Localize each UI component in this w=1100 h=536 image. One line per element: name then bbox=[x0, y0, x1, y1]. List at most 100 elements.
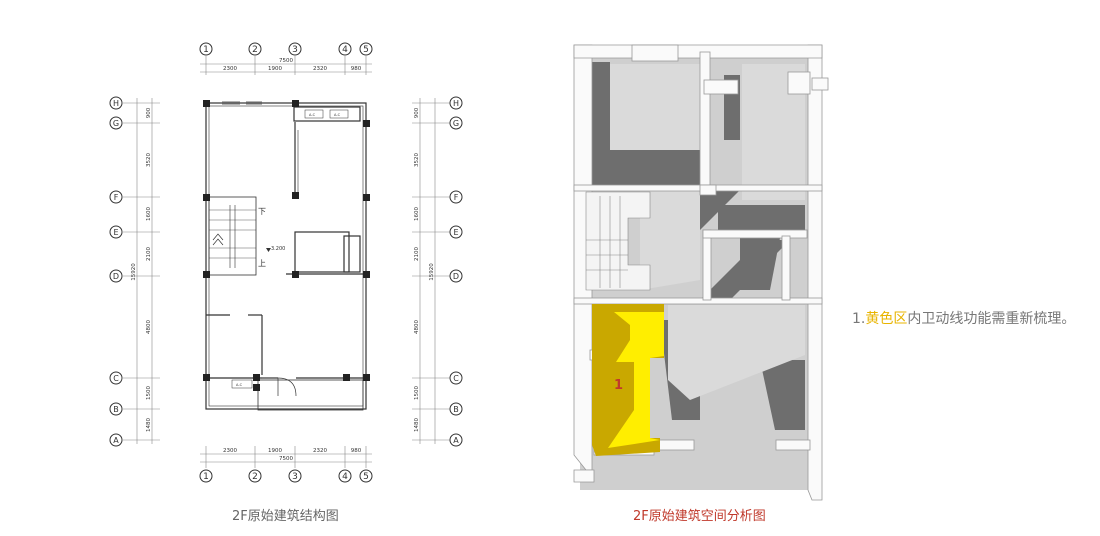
note-text: 内卫动线功能需重新梳理。 bbox=[907, 311, 1076, 327]
svg-text:G: G bbox=[113, 119, 119, 128]
svg-text:3520: 3520 bbox=[146, 153, 152, 167]
svg-text:1500: 1500 bbox=[146, 386, 152, 400]
svg-text:B: B bbox=[113, 405, 119, 414]
svg-text:900: 900 bbox=[414, 107, 420, 118]
svg-text:E: E bbox=[453, 228, 458, 237]
axis-bubble-1-top: 1 bbox=[199, 42, 213, 56]
svg-text:B: B bbox=[453, 405, 459, 414]
svg-text:15920: 15920 bbox=[131, 263, 137, 281]
svg-text:980: 980 bbox=[351, 448, 362, 454]
analysis-note: 1.黄色区内卫动线功能需重新梳理。 bbox=[852, 308, 1075, 328]
axis-bubble-G-left: G bbox=[109, 116, 123, 130]
axis-bubble-A-left: A bbox=[109, 433, 123, 447]
axis-bubble-E-left: E bbox=[109, 225, 123, 239]
svg-text:A: A bbox=[453, 436, 459, 445]
svg-text:4: 4 bbox=[342, 45, 348, 55]
axis-bubble-B-left: B bbox=[109, 402, 123, 416]
svg-text:1480: 1480 bbox=[414, 418, 420, 432]
svg-text:F: F bbox=[114, 193, 119, 202]
svg-text:F: F bbox=[454, 193, 459, 202]
svg-text:C: C bbox=[453, 374, 459, 383]
svg-text:C: C bbox=[113, 374, 119, 383]
axis-bubble-3-bottom: 3 bbox=[288, 469, 302, 483]
svg-text:4800: 4800 bbox=[146, 320, 152, 334]
axis-bubble-5-bottom: 5 bbox=[359, 469, 373, 483]
svg-text:2320: 2320 bbox=[313, 448, 327, 454]
level-mark: 3.200 bbox=[271, 246, 285, 252]
svg-text:2: 2 bbox=[252, 472, 258, 482]
svg-text:15920: 15920 bbox=[429, 263, 435, 281]
svg-text:1900: 1900 bbox=[268, 448, 282, 454]
plan-walls bbox=[205, 101, 367, 411]
model-stair bbox=[585, 191, 651, 291]
axis-bubble-B-right: B bbox=[449, 402, 463, 416]
svg-text:1: 1 bbox=[203, 45, 209, 55]
axis-bubble-3-top: 3 bbox=[288, 42, 302, 56]
svg-text:980: 980 bbox=[351, 66, 362, 72]
svg-text:3: 3 bbox=[292, 45, 298, 55]
svg-text:3: 3 bbox=[292, 472, 298, 482]
svg-text:5: 5 bbox=[363, 472, 369, 482]
axis-bubble-4-top: 4 bbox=[338, 42, 352, 56]
svg-text:2100: 2100 bbox=[414, 247, 420, 261]
svg-text:2300: 2300 bbox=[223, 66, 237, 72]
right-side-dimensions: 900 3520 1600 2100 4800 1500 1480 15920 bbox=[412, 98, 450, 444]
svg-text:A-C: A-C bbox=[334, 113, 341, 117]
yellow-zone bbox=[592, 304, 664, 456]
model-floor-highlights bbox=[610, 64, 805, 400]
axis-bubble-E-right: E bbox=[449, 225, 463, 239]
svg-text:E: E bbox=[113, 228, 118, 237]
svg-text:2300: 2300 bbox=[223, 448, 237, 454]
svg-text:1600: 1600 bbox=[414, 207, 420, 221]
note-highlight: 黄色区 bbox=[865, 311, 908, 327]
svg-text:H: H bbox=[113, 99, 119, 108]
plan-annotations: 下 上 3.200 A-C A-C A-C bbox=[236, 113, 341, 387]
axis-bubble-2-bottom: 2 bbox=[248, 469, 262, 483]
svg-text:H: H bbox=[453, 99, 459, 108]
zone-label-1: 1 bbox=[614, 378, 623, 393]
left-row-axes: H G F E D C B A bbox=[109, 96, 123, 447]
right-row-axes: H G F E D C B A bbox=[449, 96, 463, 447]
svg-text:D: D bbox=[113, 272, 119, 281]
svg-text:4800: 4800 bbox=[414, 320, 420, 334]
axis-bubble-D-right: D bbox=[449, 269, 463, 283]
svg-text:1900: 1900 bbox=[268, 66, 282, 72]
axis-bubble-G-right: G bbox=[449, 116, 463, 130]
axis-bubble-C-right: C bbox=[449, 371, 463, 385]
plan-right-caption: 2F原始建筑空间分析图 bbox=[633, 509, 766, 524]
top-dimensions: 7500 2300 1900 2320 980 bbox=[200, 56, 372, 75]
stair-down-label: 下 bbox=[258, 207, 266, 216]
axis-bubble-1-bottom: 1 bbox=[199, 469, 213, 483]
svg-text:A: A bbox=[113, 436, 119, 445]
axis-bubble-D-left: D bbox=[109, 269, 123, 283]
svg-text:1500: 1500 bbox=[414, 386, 420, 400]
model-walls bbox=[573, 44, 829, 501]
left-side-dimensions: 900 3520 1600 2100 4800 1500 1480 15920 bbox=[123, 98, 160, 444]
axis-bubble-2-top: 2 bbox=[248, 42, 262, 56]
svg-text:7500: 7500 bbox=[279, 456, 293, 462]
bottom-dimensions: 2300 1900 2320 980 7500 bbox=[200, 446, 372, 468]
svg-text:1: 1 bbox=[203, 472, 209, 482]
svg-text:1600: 1600 bbox=[146, 207, 152, 221]
svg-text:2320: 2320 bbox=[313, 66, 327, 72]
axis-bubble-A-right: A bbox=[449, 433, 463, 447]
svg-text:G: G bbox=[453, 119, 459, 128]
svg-text:3520: 3520 bbox=[414, 153, 420, 167]
axis-bubble-F-right: F bbox=[449, 190, 463, 204]
svg-text:1480: 1480 bbox=[146, 418, 152, 432]
axis-bubble-F-left: F bbox=[109, 190, 123, 204]
svg-text:5: 5 bbox=[363, 45, 369, 55]
axis-bubble-H-left: H bbox=[109, 96, 123, 110]
bottom-column-axes: 1 2 3 4 5 bbox=[199, 469, 373, 483]
axis-bubble-C-left: C bbox=[109, 371, 123, 385]
svg-text:4: 4 bbox=[342, 472, 348, 482]
note-prefix: 1. bbox=[852, 311, 866, 327]
structural-columns bbox=[203, 100, 370, 391]
plan-left-caption: 2F原始建筑结构图 bbox=[232, 509, 339, 524]
svg-text:A-C: A-C bbox=[236, 383, 243, 387]
svg-text:A-C: A-C bbox=[309, 113, 316, 117]
top-column-axes: 1 2 3 4 5 bbox=[199, 42, 373, 56]
level-marker-icon bbox=[266, 248, 271, 252]
svg-text:2100: 2100 bbox=[146, 247, 152, 261]
